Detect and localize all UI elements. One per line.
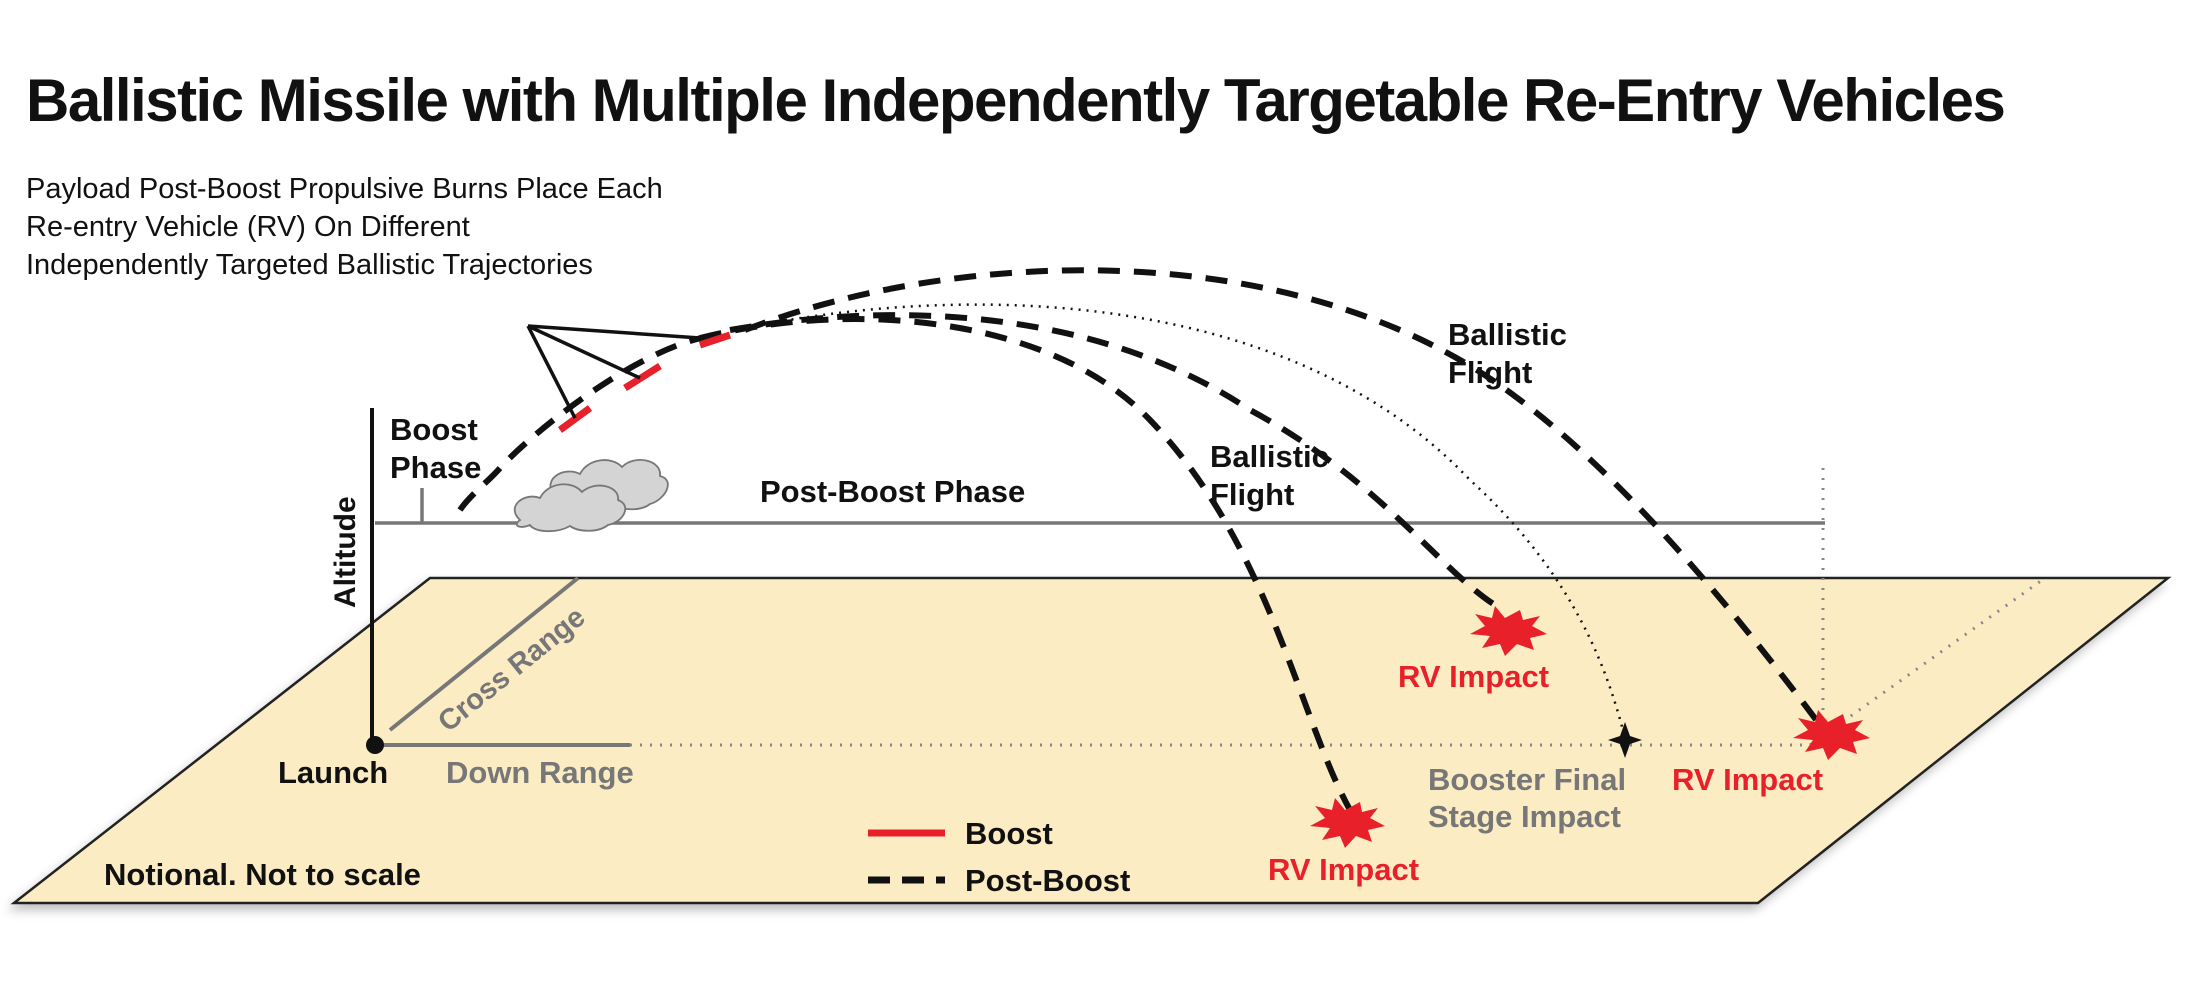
boost-phase-label-line-1: Boost xyxy=(390,412,478,447)
diagram-title: Ballistic Missile with Multiple Independ… xyxy=(26,67,2006,134)
cross-range-axis xyxy=(388,576,580,732)
boost-segment-2 xyxy=(623,363,662,391)
boost-segment-1 xyxy=(557,405,593,433)
ballistic-flight-label-b-line-2: Flight xyxy=(1448,355,1532,390)
ballistic-flight-label-b-line-1: Ballistic xyxy=(1448,317,1567,352)
booster-impact-label-line-1: Booster Final xyxy=(1428,762,1626,797)
ballistic-flight-label-a-line-2: Flight xyxy=(1210,477,1294,512)
rv-impact-icon-2 xyxy=(1470,606,1547,656)
dotted-reference-lines xyxy=(630,468,2046,747)
boost-trajectory xyxy=(457,332,721,512)
pointer-line-3 xyxy=(527,324,701,340)
cloud-front xyxy=(513,483,627,533)
boost-phase-label-line-2: Phase xyxy=(390,450,481,485)
legend-post-boost-label: Post-Boost xyxy=(965,863,1130,898)
boost-pointer-lines xyxy=(526,324,701,419)
booster-impact-icon xyxy=(1608,722,1642,758)
axes xyxy=(370,408,1825,747)
cloud-icon xyxy=(513,459,669,533)
diagram-subtitle: Payload Post-Boost Propulsive Burns Plac… xyxy=(26,170,663,284)
trajectories xyxy=(457,267,1823,812)
launch-point xyxy=(366,736,384,754)
rv-impact-label-2: RV Impact xyxy=(1398,659,1549,694)
rv-impact-label-1: RV Impact xyxy=(1268,852,1419,887)
rv-impact-icon-1 xyxy=(1310,798,1385,848)
booster-impact-label-line-2: Stage Impact xyxy=(1428,799,1621,834)
subtitle-line-2: Re-entry Vehicle (RV) On Different xyxy=(26,211,470,243)
post-boost-phase-label: Post-Boost Phase xyxy=(760,474,1025,509)
rv-impact-label-3: RV Impact xyxy=(1672,762,1823,797)
booster-final-stage-trajectory xyxy=(759,303,1627,739)
subtitle-line-3: Independently Targeted Ballistic Traject… xyxy=(26,249,593,281)
legend: Boost Post-Boost xyxy=(868,816,1130,898)
trajectory-rv-2 xyxy=(729,312,1497,608)
boost-segment-3 xyxy=(698,331,732,349)
ballistic-flight-label-a-line-1: Ballistic xyxy=(1210,439,1329,474)
pointer-line-1 xyxy=(526,325,577,419)
trajectory-rv-3 xyxy=(743,267,1823,727)
launch-label: Launch xyxy=(278,755,388,790)
down-range-label: Down Range xyxy=(446,755,634,790)
cross-range-dotted-line xyxy=(1809,576,2046,747)
altitude-label: Altitude xyxy=(329,496,362,608)
ground-plane xyxy=(10,576,2172,905)
rv-impact-icon-3 xyxy=(1793,710,1870,760)
boost-segments xyxy=(557,331,732,433)
legend-boost-label: Boost xyxy=(965,816,1053,851)
pointer-line-2 xyxy=(527,324,641,380)
subtitle-line-1: Payload Post-Boost Propulsive Burns Plac… xyxy=(26,173,663,205)
notional-label: Notional. Not to scale xyxy=(104,857,421,892)
